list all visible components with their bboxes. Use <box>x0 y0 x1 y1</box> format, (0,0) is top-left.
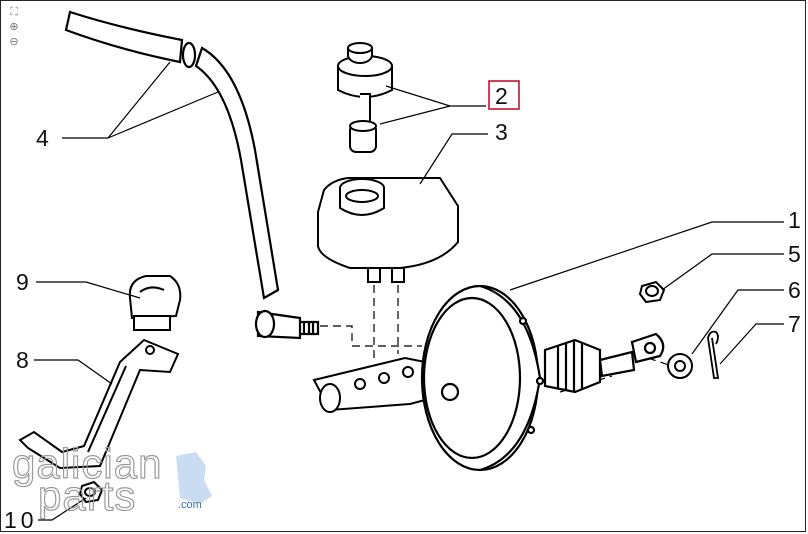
bracket-part-8[interactable] <box>18 338 180 470</box>
brake-booster[interactable] <box>420 284 665 472</box>
zoom-out-icon[interactable]: ⊖ <box>9 36 19 48</box>
callout-5[interactable]: 5 <box>788 241 801 267</box>
callout-1[interactable]: 1 <box>788 207 801 233</box>
viewer-toolbar: ⛶ ⊕ ⊖ <box>8 6 22 51</box>
nut-part-10[interactable] <box>78 480 104 504</box>
watermark-logo: galician parts .com <box>11 439 212 520</box>
callout-8[interactable]: 8 <box>16 347 29 373</box>
split-pin-part-7[interactable] <box>707 330 720 379</box>
callout-9[interactable]: 9 <box>16 269 29 295</box>
fluid-reservoir[interactable] <box>317 177 459 283</box>
callout-6[interactable]: 6 <box>788 277 801 303</box>
nut-part-5[interactable] <box>638 280 666 304</box>
callout-labels: 4 2 3 1 5 6 7 9 8 10 <box>4 80 801 533</box>
vacuum-hose[interactable] <box>64 10 320 340</box>
washer-part-6[interactable] <box>667 353 693 379</box>
callout-2-highlight <box>488 80 520 110</box>
master-cylinder[interactable] <box>312 356 456 413</box>
callout-2[interactable]: 2 <box>495 83 508 109</box>
clip-part-9[interactable] <box>128 275 182 331</box>
map-shape-icon <box>176 452 212 504</box>
watermark-domain: .com <box>178 499 202 511</box>
leader-lines <box>34 61 784 521</box>
watermark-line1: galician <box>12 440 162 487</box>
callout-3[interactable]: 3 <box>495 119 508 145</box>
watermark-line2: parts <box>38 472 136 519</box>
callout-4[interactable]: 4 <box>36 125 49 151</box>
callout-10[interactable]: 10 <box>4 507 38 533</box>
callout-7[interactable]: 7 <box>788 311 801 337</box>
reservoir-cap[interactable] <box>337 42 393 153</box>
zoom-in-icon[interactable]: ⊕ <box>9 21 19 33</box>
fit-page-icon[interactable]: ⛶ <box>10 6 18 18</box>
